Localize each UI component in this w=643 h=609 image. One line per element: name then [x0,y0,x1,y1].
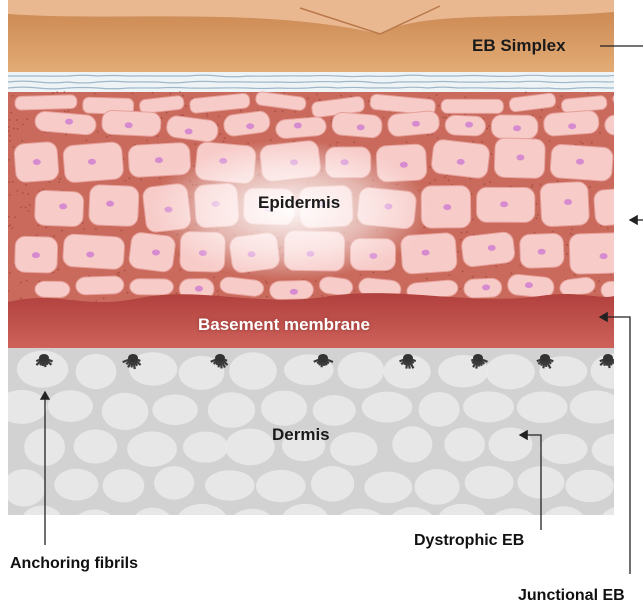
epidermal-cell [89,185,140,227]
cell-nucleus [195,286,203,292]
epidermal-cell [612,92,643,110]
cell-nucleus [564,199,572,205]
dystrophic-eb-label: Dystrophic EB [414,532,524,550]
cell-nucleus [65,119,73,125]
cell-nucleus [500,201,508,207]
cell-nucleus [576,159,584,165]
cell-nucleus [125,122,133,128]
epidermal-cell [35,281,70,297]
cell-nucleus [32,252,40,258]
cell-nucleus [400,162,408,168]
junctional-eb-label: Junctional EB [518,587,625,605]
cell-nucleus [488,245,496,251]
epidermal-cell [34,190,84,227]
cell-nucleus [185,128,193,134]
anchoring-fibril-base [473,354,483,362]
cell-nucleus [525,282,533,288]
dermis-label: Dermis [272,425,330,445]
cell-nucleus [513,125,521,131]
cell-nucleus [538,249,546,255]
cell-nucleus [246,123,254,129]
anchoring-fibril-base [318,354,328,362]
epidermal-cell [62,234,125,270]
cell-nucleus [86,252,94,258]
cell-nucleus [600,253,608,259]
cell-nucleus [628,120,636,126]
epidermal-cell [601,281,637,300]
anchoring-fibril-base [603,354,613,362]
anchoring-fibril-base [540,354,550,362]
epidermal-cell [130,279,174,295]
anchoring-fibril-base [215,354,225,362]
cell-nucleus [106,201,114,207]
epidermal-cell [540,181,590,227]
epidermal-cell [569,233,630,275]
cell-nucleus [422,250,430,256]
anchoring-fibrils-label: Anchoring fibrils [10,555,138,573]
cell-nucleus [152,249,160,255]
epidermal-cell [543,110,599,137]
cell-nucleus [465,122,473,128]
cell-nucleus [412,121,420,127]
cell-nucleus [294,122,302,128]
epidermal-cell [15,95,77,110]
anchoring-fibril-base [39,354,49,362]
cell-nucleus [59,203,67,209]
eb-simplex-label: EB Simplex [472,36,566,56]
basement-membrane-label: Basement membrane [198,315,370,335]
epidermal-cell [461,231,516,267]
epidermal-cell [441,99,503,113]
epidermis-label: Epidermis [258,193,340,213]
cell-nucleus [155,157,163,163]
cell-nucleus [516,154,524,160]
cell-nucleus [482,284,490,290]
cell-nucleus [457,159,465,165]
epidermal-cell [275,116,327,139]
anchoring-fibril-base [403,354,413,362]
epidermal-cell [76,276,124,295]
cell-nucleus [33,159,41,165]
cell-nucleus [357,124,365,130]
cell-nucleus [290,289,298,295]
epidermal-cell [331,112,382,139]
cell-nucleus [568,123,576,129]
anchoring-fibril-base [128,354,138,362]
cell-nucleus [88,159,96,165]
cell-nucleus [443,204,451,210]
cell-nucleus [617,201,625,207]
